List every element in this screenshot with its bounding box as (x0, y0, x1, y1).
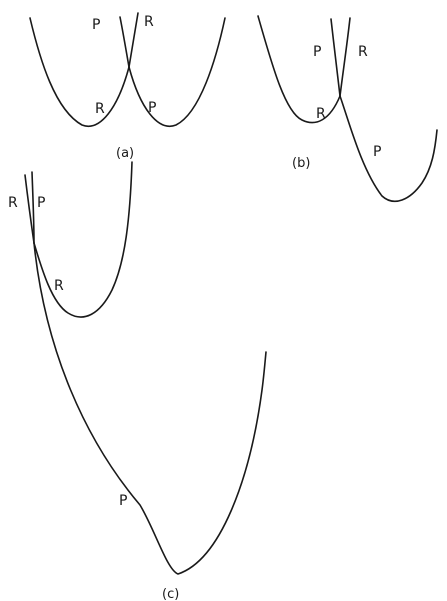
panel-b-curve-right-well (339, 95, 438, 203)
panel-a-curve-upper-right (128, 12, 139, 68)
panel-c-label-upper-p: P (37, 195, 45, 211)
panel-a: P R R P (a) (29, 12, 226, 161)
panel-b: P R R P (b) (257, 15, 438, 203)
panel-a-curve-right-well (128, 17, 226, 127)
panel-b-curve-upper-right (339, 17, 351, 97)
panel-c-label-lower-r: R (54, 278, 64, 294)
panel-a-label-upper-r: R (144, 14, 154, 30)
panel-c-caption: (c) (162, 587, 179, 601)
panel-a-label-upper-p: P (92, 17, 100, 33)
panel-a-curve-upper-left (119, 16, 130, 68)
panel-b-curve-upper-left (330, 18, 341, 97)
panel-c-label-lower-p: P (119, 493, 127, 509)
panel-b-label-lower-r: R (316, 106, 326, 122)
panel-a-curve-left-well (29, 17, 130, 127)
panel-b-label-upper-r: R (358, 44, 368, 60)
panel-a-label-lower-r: R (95, 101, 105, 117)
panel-c-label-upper-r: R (8, 195, 18, 211)
panel-c-curve-product-well (33, 242, 267, 575)
panel-b-curve-left-well (257, 15, 341, 124)
panel-c-curve-upper-right (31, 171, 35, 244)
panel-c-curve-reactant-well (33, 161, 133, 318)
panel-a-label-lower-p: P (148, 100, 156, 116)
panel-a-caption: (a) (116, 146, 134, 161)
panel-b-label-upper-p: P (313, 44, 321, 60)
panel-c: R P R P (c) (8, 161, 267, 601)
panel-b-label-lower-p: P (373, 144, 381, 160)
panel-b-caption: (b) (292, 156, 310, 171)
